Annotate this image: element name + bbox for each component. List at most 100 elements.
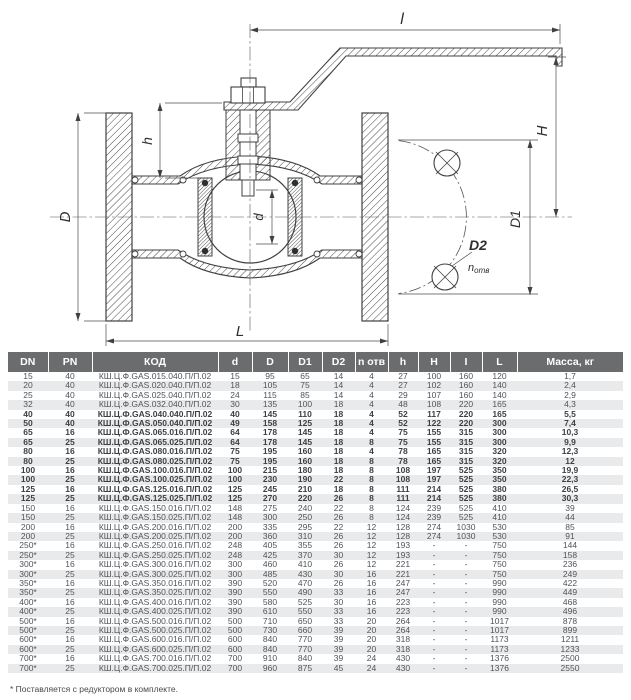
table-cell: 4 [369,447,374,457]
table-cell: 65 [300,372,310,381]
table-cell: 215 [262,466,278,476]
table-cell: 30 [333,597,344,607]
table-cell: 30,3 [561,494,579,504]
table-cell: 165 [492,409,507,419]
table-cell: - [464,597,468,607]
table-cell: 300* [19,560,37,570]
table-cell: 700 [227,654,243,664]
table-cell: 230 [262,475,278,485]
dim-label-H: H [534,125,551,136]
table-cell: 25 [65,456,75,466]
table-cell: 110 [298,409,312,419]
table-cell: 300 [227,569,243,579]
table-cell: - [432,541,436,551]
table-cell: 500* [19,625,37,635]
table-cell: 39 [333,644,344,654]
table-cell: 295 [297,522,313,532]
table-cell: 145 [262,409,278,419]
table-cell: 214 [426,494,442,504]
table-cell: 24 [366,663,377,673]
table-cell: 16 [366,578,377,588]
table-cell: 40 [65,419,75,429]
table-cell: 22 [333,503,344,513]
table-cell: 1,7 [564,372,576,381]
table-cell: 550 [297,607,313,617]
table-cell: 20 [23,381,33,391]
table-cell: 135 [262,400,278,410]
table-cell: 525 [458,503,474,513]
table-cell: 350 [492,475,507,485]
table-cell: 18 [333,428,344,438]
table-cell: - [432,616,436,626]
table-cell: 700* [19,663,37,673]
table-cell: - [464,607,468,617]
table-cell: 750 [492,550,507,560]
table-cell: 30 [333,550,344,560]
table-cell: 64 [230,437,240,447]
nut-cap [240,77,257,88]
table-cell: КШ.Ц.Ф.GAS.100.025.П/П.02 [97,475,213,485]
table-cell: КШ.Ц.Ф.GAS.050.040.П/П.02 [97,419,213,429]
table-cell: 525 [458,494,474,504]
table-cell: 840 [262,635,278,645]
table-cell: 26 [333,541,344,551]
seat-rings [197,177,303,257]
table-cell: 249 [562,569,578,579]
table-cell: 14 [333,372,344,381]
table-cell: 240 [297,503,313,513]
table-cell: 214 [426,484,442,494]
table-cell: 39 [333,625,344,635]
table-cell: 4,3 [564,400,576,410]
table-cell: 274 [426,531,442,541]
table-cell: 26 [333,494,344,504]
table-cell: 910 [262,654,278,664]
table-cell: 16 [366,588,377,598]
table-cell: 25 [65,475,75,485]
table-cell: 221 [395,560,411,570]
table-cell: 275 [262,503,278,513]
table-cell: 16 [366,569,377,579]
col-header-pn: PN [48,352,93,372]
table-cell: 449 [562,588,578,598]
dimension-table-wrap: DN PN КОД d D D1 D2 n отв h H I L Масса,… [8,352,623,673]
table-cell: 108 [395,466,411,476]
table-cell: 878 [562,616,578,626]
table-cell: 8 [369,475,374,485]
table-cell: 100 [20,466,36,476]
table-cell: - [464,644,468,654]
table-cell: 30 [333,569,344,579]
table-cell: КШ.Ц.Ф.GAS.080.016.П/П.02 [97,447,213,457]
table-cell: 318 [395,644,411,654]
table-cell: 30 [230,400,240,410]
table-cell: КШ.Ц.Ф.GAS.015.040.П/П.02 [98,372,212,381]
table-cell: 9,9 [564,437,576,447]
table-cell: - [432,550,436,560]
table-cell: 300 [492,437,507,447]
table-cell: 990 [492,578,507,588]
table-cell: 18 [333,447,344,457]
table-cell: 140 [492,390,507,400]
table-cell: 16 [65,541,75,551]
table-cell: 247 [395,578,411,588]
table-cell: 111 [396,494,410,504]
table-cell: КШ.Ц.Ф.GAS.200.025.П/П.02 [98,531,212,541]
table-cell: 840 [262,644,278,654]
table-cell: 128 [395,522,411,532]
table-cell: 4 [369,400,374,410]
flange-end-view [398,140,467,294]
table-cell: 360 [262,531,278,541]
table-cell: 221 [395,569,411,579]
table-cell: 496 [562,607,578,617]
table-cell: 8 [369,466,374,476]
col-header-H: H [418,352,451,372]
table-cell: 530 [492,531,507,541]
table-cell: 710 [262,616,278,626]
